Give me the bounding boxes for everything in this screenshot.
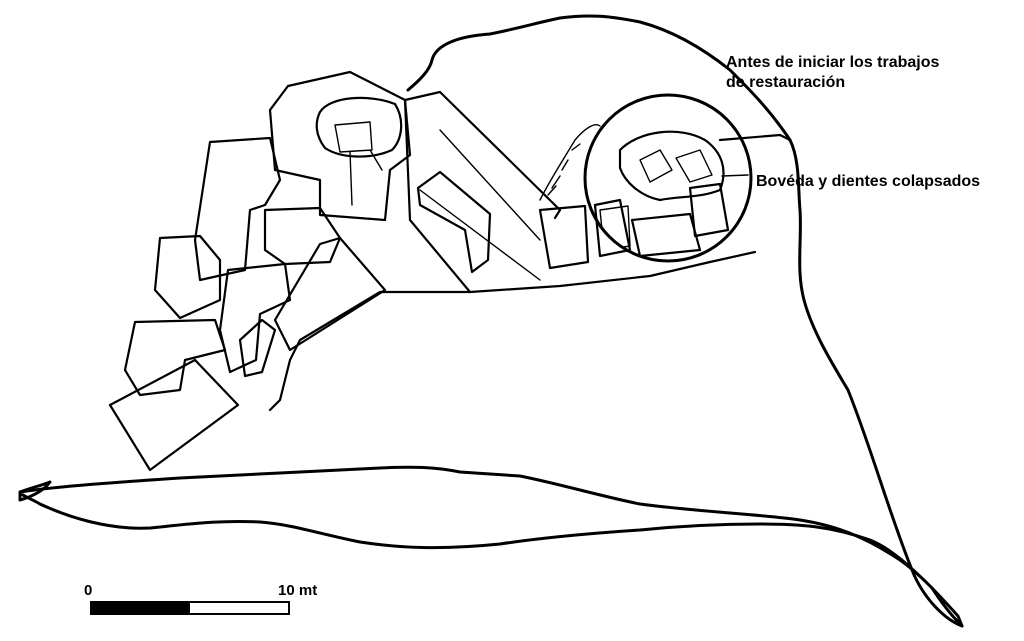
scale-bar-white-segment bbox=[190, 603, 288, 613]
upper-block bbox=[268, 70, 412, 222]
corridor-floor bbox=[419, 129, 541, 281]
left-block-upper-mid bbox=[263, 206, 342, 266]
platform-edge bbox=[268, 250, 757, 412]
hatched-stair-mid bbox=[238, 318, 277, 378]
upper-block-vault bbox=[315, 96, 403, 158]
left-block-mid bbox=[153, 234, 222, 320]
hatched-stair-lower bbox=[108, 358, 240, 472]
annotation-before-restoration: Antes de iniciar los trabajos de restaur… bbox=[726, 53, 939, 93]
scale-bar-black-segment bbox=[92, 603, 190, 613]
upper-block-inner-room bbox=[334, 121, 383, 206]
rubble-slope bbox=[539, 124, 601, 201]
annotation-before-line2: de restauración bbox=[726, 74, 846, 91]
hill-crest bbox=[406, 14, 792, 142]
scale-start-label: 0 bbox=[84, 582, 93, 599]
corridor-wall-lower bbox=[403, 98, 472, 294]
scale-end-label: 10 mt bbox=[278, 582, 318, 599]
center-block-a bbox=[416, 170, 492, 274]
center-block-c bbox=[593, 198, 632, 258]
left-block-center bbox=[218, 262, 292, 374]
terrain-outline bbox=[18, 465, 964, 628]
scale-bar bbox=[90, 601, 290, 615]
hatched-stair-upper bbox=[273, 236, 387, 352]
left-block-tall bbox=[193, 136, 282, 282]
center-block-b bbox=[538, 204, 590, 270]
hill-right-slope bbox=[788, 138, 964, 628]
platform-top-right bbox=[718, 133, 792, 142]
terrain-tail bbox=[18, 480, 52, 502]
annotation-before-line1: Antes de iniciar los trabajos bbox=[726, 54, 940, 71]
annotation-leader bbox=[721, 174, 749, 177]
left-block-lower bbox=[123, 318, 227, 397]
corridor-wall-upper bbox=[403, 90, 562, 220]
collapse-highlight bbox=[583, 93, 753, 263]
annotation-collapsed-vault: Bovéda y dientes colapsados bbox=[756, 173, 981, 190]
